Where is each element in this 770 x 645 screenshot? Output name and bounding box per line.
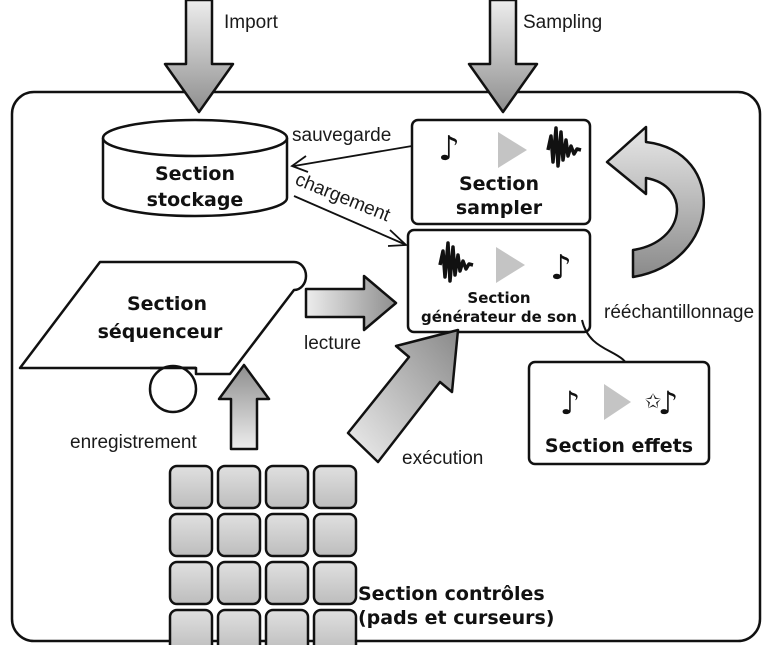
effets-title: Section effets: [545, 435, 693, 457]
pad-16: [312, 608, 358, 645]
play-icon: [604, 384, 631, 420]
waveform-icon: [438, 241, 474, 283]
section-effets: ♪ ✩ ♪ Section effets: [527, 360, 711, 466]
sauvegarde-label: sauvegarde: [292, 125, 391, 146]
music-note-icon: ♪: [658, 384, 678, 422]
sequenceur-title-line1: Section: [127, 293, 207, 315]
enregistrement-label: enregistrement: [70, 432, 197, 453]
sampling-label: Sampling: [523, 12, 602, 33]
execution-arrow: [346, 328, 460, 464]
pad-grid: [168, 464, 358, 645]
pad-6: [216, 512, 262, 558]
section-sequenceur: Section séquenceur: [18, 260, 308, 414]
lecture-arrow: [304, 274, 398, 332]
chargement-arrow: [293, 195, 409, 247]
pad-13: [168, 608, 214, 645]
pad-15: [264, 608, 310, 645]
import-arrow: [163, 0, 235, 114]
pad-2: [216, 464, 262, 510]
stockage-title-line2: stockage: [147, 189, 244, 211]
pad-5: [168, 512, 214, 558]
music-note-icon: ♪: [438, 129, 460, 169]
lecture-label: lecture: [304, 333, 361, 354]
controles-title-line2: (pads et curseurs): [358, 607, 554, 629]
generateur-title-line1: Section: [467, 289, 530, 307]
waveform-icon: [546, 126, 582, 168]
reechantillonnage-label: rééchantillonnage: [604, 302, 754, 323]
section-generateur: ♪ Section générateur de son: [406, 228, 592, 334]
pad-14: [216, 608, 262, 645]
import-label: Import: [224, 12, 279, 33]
sauvegarde-arrow: [290, 145, 413, 173]
generateur-title-line2: générateur de son: [421, 308, 577, 326]
pad-9: [168, 560, 214, 606]
pad-7: [264, 512, 310, 558]
sequenceur-title-line2: séquenceur: [98, 321, 223, 343]
sampler-title-line1: Section: [459, 173, 539, 195]
pad-10: [216, 560, 262, 606]
reechantillonnage-arrow: [605, 125, 706, 279]
pad-8: [312, 512, 358, 558]
pad-4: [312, 464, 358, 510]
stockage-title-line1: Section: [155, 163, 235, 185]
sampling-arrow: [467, 0, 539, 114]
execution-label: exécution: [402, 448, 483, 469]
controles-title-line1: Section contrôles: [358, 583, 545, 605]
music-note-icon: ♪: [550, 248, 572, 288]
pad-12: [312, 560, 358, 606]
section-sampler: ♪ Section sampler: [410, 118, 592, 226]
music-note-icon: ♪: [560, 384, 580, 422]
play-icon: [498, 132, 527, 168]
sampler-title-line2: sampler: [456, 197, 543, 219]
section-stockage: Section stockage: [101, 118, 289, 218]
pad-1: [168, 464, 214, 510]
play-icon: [496, 247, 525, 283]
star-icon: ✩: [645, 389, 662, 413]
pad-11: [264, 560, 310, 606]
enregistrement-arrow: [217, 363, 271, 451]
pad-3: [264, 464, 310, 510]
